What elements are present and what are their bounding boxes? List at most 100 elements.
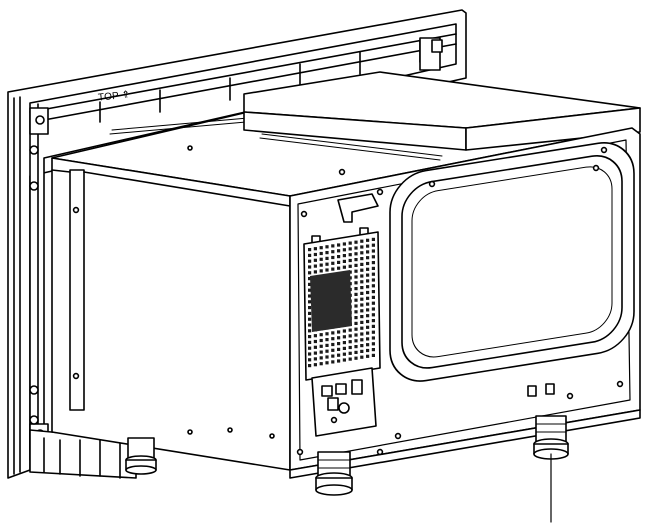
grille-hole (337, 359, 341, 363)
grille-hole (319, 350, 323, 354)
grille-hole (308, 282, 312, 286)
grille-hole (366, 244, 370, 248)
grille-hole (308, 329, 312, 333)
grille-hole (360, 338, 364, 342)
grille-hole (319, 344, 323, 348)
grille-hole (308, 358, 312, 362)
grille-hole (360, 286, 364, 290)
grille-hole (342, 265, 346, 269)
grille-hole (308, 346, 312, 350)
grille-hole (313, 334, 317, 338)
grille-hole (308, 352, 312, 356)
grille-hole (366, 279, 370, 283)
grille-hole (319, 356, 323, 360)
grille-hole (308, 311, 312, 315)
grille-hole (360, 291, 364, 295)
grille-hole (354, 269, 358, 273)
grille-hole (360, 315, 364, 319)
grille-hole (371, 278, 375, 282)
grille-hole (342, 335, 346, 339)
grille-hole (360, 245, 364, 249)
grille-hole (354, 350, 358, 354)
grille-hole (360, 239, 364, 243)
grille-hole (325, 343, 329, 347)
grille-hole (371, 336, 375, 340)
grille-hole (337, 347, 341, 351)
grille-hole (331, 331, 335, 335)
grille-hole (371, 284, 375, 288)
grille-hole (337, 353, 341, 357)
grille-hole (354, 246, 358, 250)
grille-hole (354, 298, 358, 302)
grille-hole (366, 261, 370, 266)
grille-hole (348, 340, 352, 344)
grille-hole (366, 348, 370, 353)
grille-hole (342, 259, 346, 263)
grille-hole (354, 345, 358, 349)
grille-hole (371, 237, 375, 241)
grille-hole (325, 251, 329, 255)
front-right-foot (533, 415, 569, 460)
grille-hole (308, 253, 312, 257)
grille-hole (348, 345, 352, 350)
grille-hole (325, 268, 329, 272)
grille-hole (325, 349, 329, 353)
grille-hole (360, 303, 364, 307)
grille-hole (325, 361, 329, 365)
grille-hole (366, 314, 370, 318)
grille-hole (360, 274, 364, 278)
grille-hole (337, 336, 341, 340)
grille-hole (354, 240, 358, 244)
grille-dark-block (310, 270, 352, 332)
grille-hole (360, 349, 364, 353)
grille-hole (348, 264, 352, 268)
grille-hole (371, 342, 375, 346)
grille-hole (319, 246, 323, 250)
grille-hole (313, 247, 317, 251)
grille-hole (313, 345, 317, 349)
grille-hole (331, 250, 335, 254)
grille-hole (371, 249, 375, 253)
grille-hole (366, 290, 370, 295)
grille-hole (354, 258, 358, 262)
grille-hole (371, 307, 375, 311)
grille-hole (325, 332, 329, 336)
grille-hole (342, 346, 346, 350)
grille-hole (366, 343, 370, 347)
grille-hole (331, 354, 335, 358)
grille-hole (325, 256, 329, 260)
grille-hole (371, 324, 375, 328)
grille-hole (308, 294, 312, 298)
grille-hole (366, 325, 370, 329)
grille-hole (313, 363, 317, 367)
grille-hole (313, 258, 317, 262)
grille-hole (308, 271, 312, 275)
grille-hole (331, 261, 335, 265)
grille-hole (325, 262, 329, 266)
grille-hole (366, 250, 370, 254)
grille-hole (366, 256, 370, 260)
grille-hole (331, 255, 335, 260)
grille-hole (337, 330, 341, 334)
oven-front (289, 127, 641, 479)
grille-hole (308, 364, 312, 368)
grille-hole (319, 333, 323, 337)
grille-hole (308, 300, 312, 304)
grille-hole (371, 255, 375, 259)
grille-hole (308, 306, 312, 310)
grille-hole (360, 355, 364, 359)
grille-hole (342, 254, 346, 258)
door-window (389, 142, 635, 382)
grille-hole (337, 243, 341, 247)
grille-hole (366, 296, 370, 300)
grille-hole (325, 355, 329, 359)
grille-hole (348, 328, 352, 332)
grille-hole (337, 342, 341, 346)
grille-hole (354, 310, 358, 314)
grille-hole (308, 335, 312, 339)
grille-hole (354, 252, 358, 256)
grille-hole (354, 304, 358, 308)
grille-hole (360, 332, 364, 336)
